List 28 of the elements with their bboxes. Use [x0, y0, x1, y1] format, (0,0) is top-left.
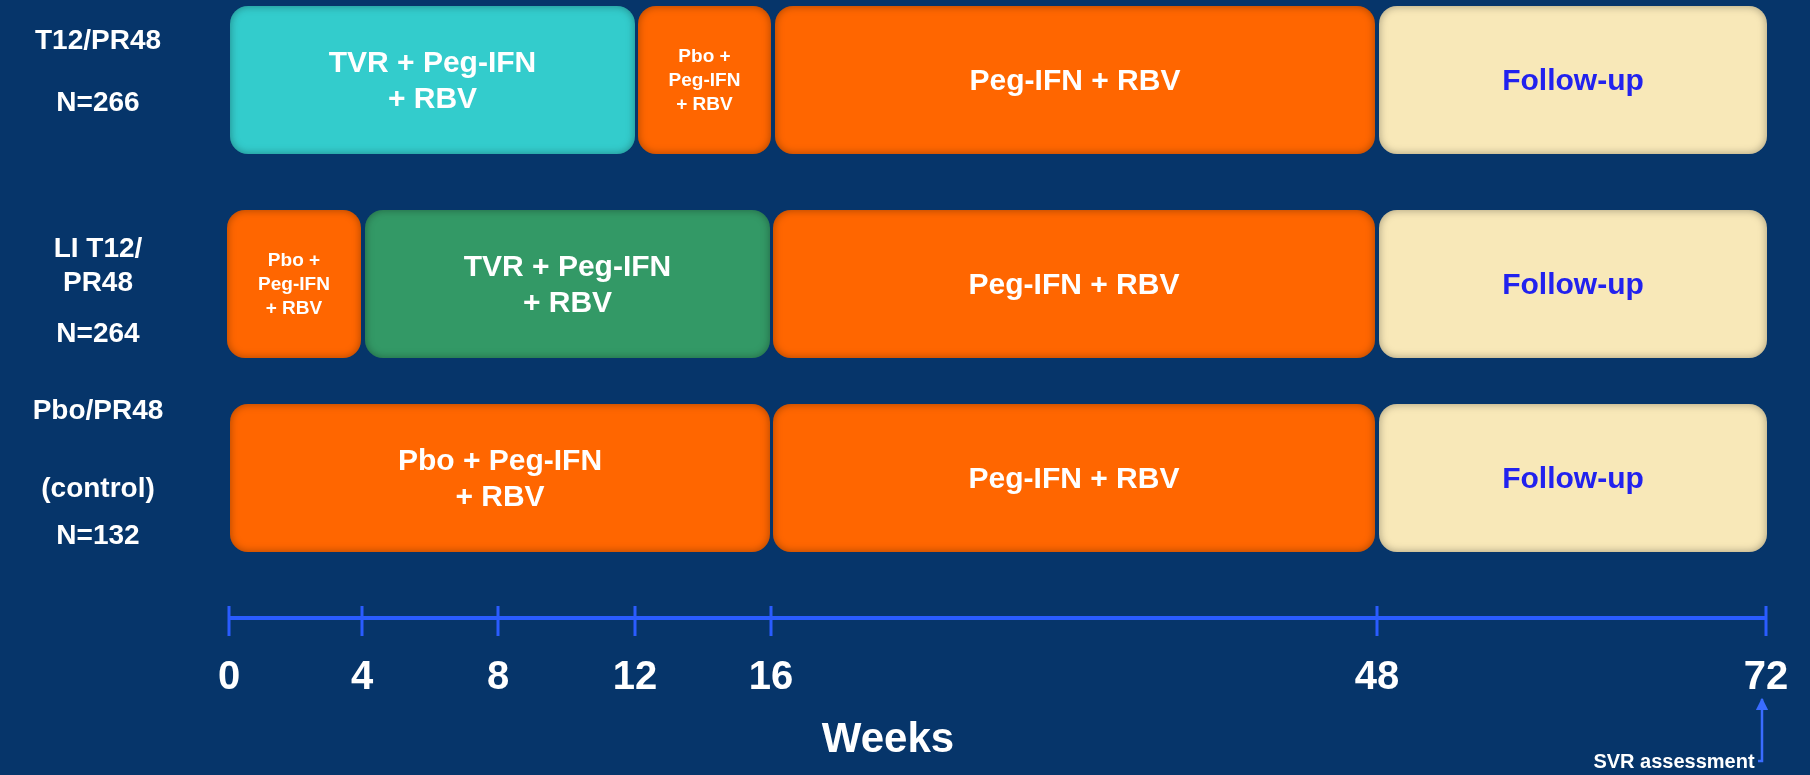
arm-label: Pbo/PR48 [31, 393, 165, 427]
treatment-phase-box: TVR + Peg-IFN + RBV [230, 6, 635, 154]
tick-label: 0 [216, 652, 242, 699]
arm-label: N=132 [55, 518, 141, 552]
arm-label: (control) [40, 471, 156, 505]
tick-label: 12 [611, 652, 659, 699]
tick-label: 72 [1739, 651, 1793, 699]
arm-label: N=266 [55, 85, 141, 119]
tick-label: 16 [747, 652, 795, 699]
tick-label: 4 [349, 652, 375, 699]
axis-title: Weeks [820, 712, 956, 763]
treatment-phase-box: Peg-IFN + RBV [775, 6, 1375, 154]
treatment-phase-box: TVR + Peg-IFN + RBV [365, 210, 770, 358]
note-text: SVR assessment [1590, 748, 1758, 774]
treatment-phase-box: Pbo + Peg-IFN + RBV [230, 404, 770, 552]
treatment-phase-box: Follow-up [1379, 404, 1767, 552]
arm-label: LI T12/ PR48 [52, 231, 144, 299]
tick-label: 8 [485, 652, 511, 699]
arrow [1755, 697, 1769, 763]
treatment-phase-box: Peg-IFN + RBV [773, 404, 1375, 552]
treatment-phase-box: Follow-up [1379, 210, 1767, 358]
treatment-phase-box: Follow-up [1379, 6, 1767, 154]
arm-label: N=264 [55, 316, 141, 350]
treatment-phase-box: Pbo + Peg-IFN + RBV [227, 210, 361, 358]
treatment-phase-box: Peg-IFN + RBV [773, 210, 1375, 358]
treatment-phase-box: Pbo + Peg-IFN + RBV [638, 6, 771, 154]
arm-label: T12/PR48 [33, 23, 163, 57]
tick-label: 48 [1353, 652, 1401, 699]
